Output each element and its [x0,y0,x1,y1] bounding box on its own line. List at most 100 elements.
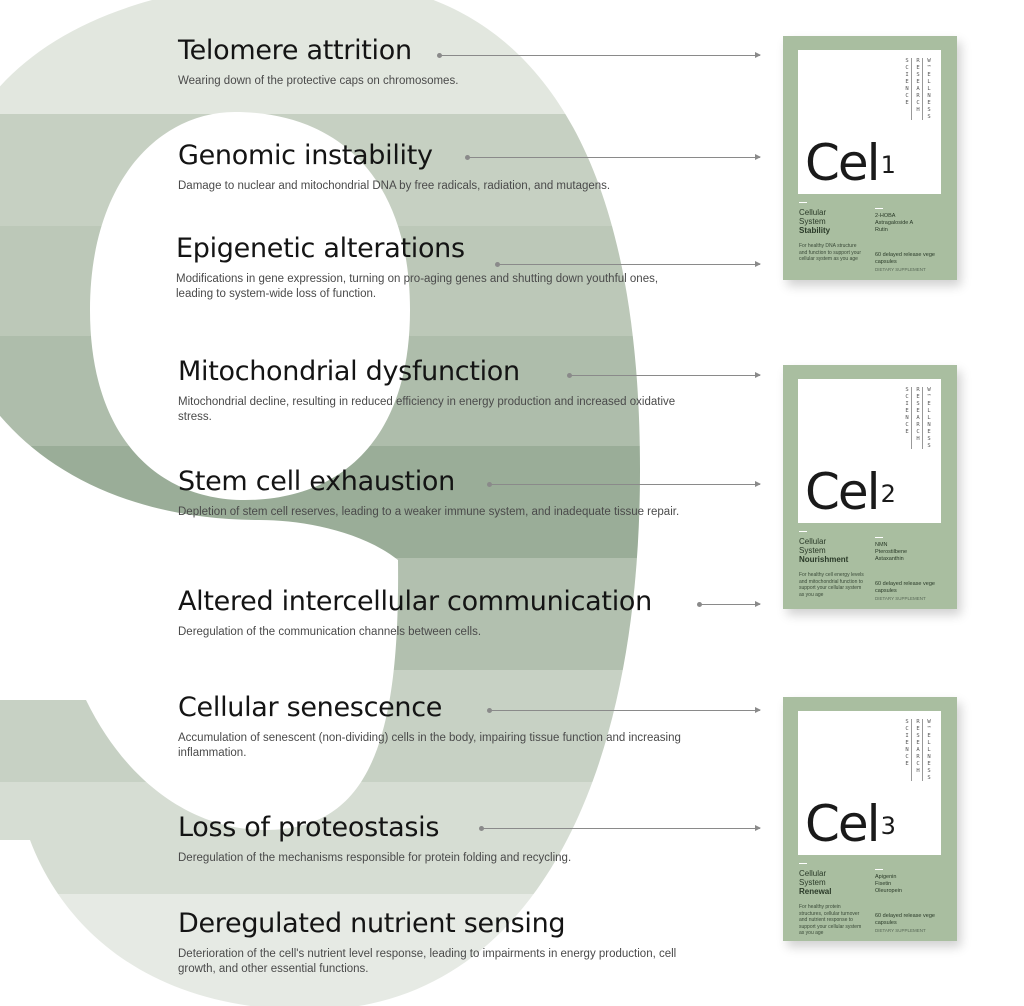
divider [875,537,883,538]
brand-column: RESEARCH [916,387,920,442]
system-name-bold: Stability [799,226,831,235]
hallmark-deregulated-nutrient-sensing: Deregulated nutrient sensing Deteriorati… [178,907,738,977]
product-capsule-info: 60 delayed release vege capsules DIETARY… [875,581,947,602]
hallmark-title: Deregulated nutrient sensing [178,908,566,939]
product-system-name: Cellular System Renewal [799,869,865,896]
brand-column: W™ELLNESS [927,58,931,120]
supplement-note: DIETARY SUPPLEMENT [875,596,926,601]
hallmark-title: Cellular senescence [178,692,443,723]
product-capsule-info: 60 delayed release vege capsules DIETARY… [875,252,947,273]
divider [922,387,923,449]
product-description: For healthy DNA structure and function t… [799,243,861,262]
brand-column: W™ELLNESS [927,719,931,781]
cel-text: Cel [805,463,881,521]
divider [875,208,883,209]
product-ingredients: Apigenin Fisetin Oleuropein [875,874,945,895]
divider [799,202,807,203]
divider [911,719,912,781]
ingredient: Pterostilbene [875,549,908,555]
supplement-note: DIETARY SUPPLEMENT [875,267,926,272]
product-box-cel3: SCIENCE RESEARCH W™ELLNESS Cel3 Cellular… [783,697,957,941]
divider [911,58,912,120]
ingredient: NMN [875,542,888,548]
hallmark-genomic-instability: Genomic instability Damage to nuclear an… [178,139,738,194]
system-name-line: Cellular [799,537,827,546]
hallmark-epigenetic-alterations: Epigenetic alterations Modifications in … [176,232,736,302]
connector-arrow [437,52,761,58]
product-label-panel: SCIENCE RESEARCH W™ELLNESS Cel3 [798,711,941,855]
product-system-name: Cellular System Nourishment [799,537,865,564]
product-label-panel: SCIENCE RESEARCH W™ELLNESS Cel1 [798,50,941,194]
capsule-count: 60 delayed release vege capsules [875,581,935,594]
cel-number: 3 [880,812,896,840]
hallmark-description: Deregulation of the mechanisms responsib… [178,852,572,864]
brand-column: RESEARCH [916,58,920,113]
hallmark-title: Epigenetic alterations [176,233,465,264]
divider [922,58,923,120]
capsule-count: 60 delayed release vege capsules [875,913,935,926]
cel-text: Cel [805,134,881,192]
divider [911,387,912,449]
hallmark-mitochondrial-dysfunction: Mitochondrial dysfunction Mitochondrial … [178,355,738,425]
hallmark-title: Genomic instability [178,140,433,171]
hallmark-loss-of-proteostasis: Loss of proteostasis Deregulation of the… [178,811,738,866]
ingredient: Astragaloside A [875,220,914,226]
brand-column: SCIENCE [905,387,909,435]
cel-number: 2 [880,480,896,508]
ingredient: Oleuropein [875,888,902,894]
divider [799,863,807,864]
hallmark-description: Wearing down of the protective caps on c… [178,75,459,87]
ingredient: Astaxanthin [875,556,904,562]
system-name-line: System [799,546,826,555]
connector-arrow [465,154,761,160]
divider [922,719,923,781]
hallmark-title: Stem cell exhaustion [178,466,455,497]
system-name-bold: Renewal [799,887,832,896]
ingredient: Fisetin [875,881,892,887]
hallmark-description: Depletion of stem cell reserves, leading… [178,506,680,518]
product-ingredients: 2-HOBA Astragaloside A Rutin [875,213,945,234]
product-label-panel: SCIENCE RESEARCH W™ELLNESS Cel2 [798,379,941,523]
connector-arrow [487,481,761,487]
brand-column: SCIENCE [905,719,909,767]
system-name-line: Cellular [799,869,827,878]
hallmark-cellular-senescence: Cellular senescence Accumulation of sene… [178,691,738,761]
product-box-cel2: SCIENCE RESEARCH W™ELLNESS Cel2 Cellular… [783,365,957,609]
system-name-line: System [799,878,826,887]
hallmark-stem-cell-exhaustion: Stem cell exhaustion Depletion of stem c… [178,465,738,520]
hallmark-title: Altered intercellular communication [178,586,652,617]
brand-column: W™ELLNESS [927,387,931,449]
connector-arrow [487,707,761,713]
brand-column: SCIENCE [905,58,909,106]
cel-number: 1 [880,151,896,179]
product-ingredients: NMN Pterostilbene Astaxanthin [875,542,945,563]
hallmark-description: Accumulation of senescent (non-dividing)… [178,732,681,759]
hallmark-title: Mitochondrial dysfunction [178,356,520,387]
hallmark-description: Deregulation of the communication channe… [178,626,482,638]
supplement-note: DIETARY SUPPLEMENT [875,928,926,933]
connector-arrow [495,261,761,267]
cel-text: Cel [805,795,881,853]
product-name-cel: Cel2 [805,467,896,517]
system-name-bold: Nourishment [799,555,849,564]
connector-arrow [697,601,761,607]
product-system-name: Cellular System Stability [799,208,865,235]
connector-arrow [479,825,761,831]
divider [799,531,807,532]
brand-column: RESEARCH [916,719,920,774]
system-name-line: System [799,217,826,226]
ingredient: 2-HOBA [875,213,896,219]
system-name-line: Cellular [799,208,827,217]
hallmark-title: Loss of proteostasis [178,812,440,843]
ingredient: Apigenin [875,874,897,880]
hallmark-telomere-attrition: Telomere attrition Wearing down of the p… [178,34,738,89]
connector-arrow [567,372,761,378]
product-capsule-info: 60 delayed release vege capsules DIETARY… [875,913,947,934]
product-description: For healthy protein structures, cellular… [799,904,862,936]
divider [875,869,883,870]
hallmark-description: Damage to nuclear and mitochondrial DNA … [178,180,611,192]
hallmark-altered-intercellular-communication: Altered intercellular communication Dere… [178,585,738,640]
hallmark-title: Telomere attrition [178,35,412,66]
ingredient: Rutin [875,227,888,233]
